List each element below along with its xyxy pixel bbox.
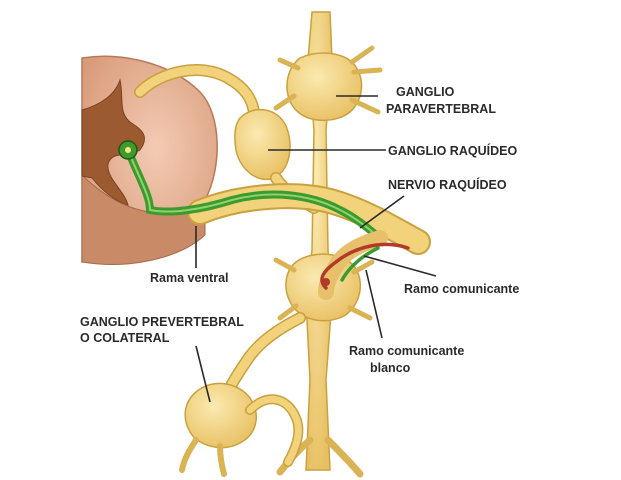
gray-ramus-fiber bbox=[320, 242, 410, 290]
label-ganglio-raquideo: GANGLIO RAQUÍDEO bbox=[388, 143, 517, 158]
prevertebral-ganglion bbox=[184, 382, 257, 449]
label-ramo-comunicante: Ramo comunicante bbox=[404, 282, 519, 296]
spinal-nerve bbox=[118, 140, 431, 255]
communicating-rami bbox=[318, 230, 410, 300]
label-ramo-comunicante-blanco-1: Ramo comunicante bbox=[349, 344, 464, 358]
white-ramus-fiber bbox=[340, 246, 380, 282]
dorsal-root-ganglion bbox=[234, 108, 291, 181]
label-rama-ventral: Rama ventral bbox=[150, 271, 229, 285]
labels: GANGLIO PARAVERTEBRAL GANGLIO RAQUÍDEO N… bbox=[80, 85, 519, 375]
label-ganglio-paravertebral-2: PARAVERTEBRAL bbox=[386, 102, 496, 116]
prevertebral-branch bbox=[179, 312, 306, 477]
leader-lines bbox=[195, 95, 437, 403]
label-ganglio-prevertebral-1: GANGLIO PREVERTEBRAL bbox=[80, 315, 244, 329]
label-ganglio-paravertebral-1: GANGLIO bbox=[396, 85, 455, 99]
label-nervio-raquideo: NERVIO RAQUÍDEO bbox=[388, 177, 507, 192]
label-ramo-comunicante-blanco-2: blanco bbox=[370, 361, 411, 375]
label-ganglio-prevertebral-2: O COLATERAL bbox=[80, 331, 170, 345]
paravertebral-ganglion-upper bbox=[286, 52, 363, 121]
